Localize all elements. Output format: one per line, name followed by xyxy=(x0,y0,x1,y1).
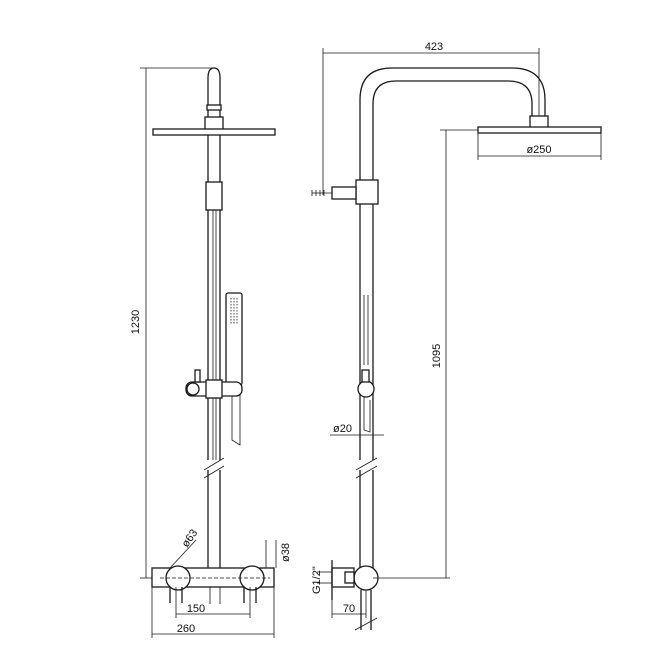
front-hose xyxy=(231,385,241,446)
front-view: 1230 ø63 ø38 150 260 xyxy=(130,67,292,638)
head-diameter-label: ø250 xyxy=(526,144,551,156)
side-view: 423 ø250 1095 ø20 G1/2" 70 xyxy=(311,41,602,631)
side-break-symbol xyxy=(355,457,378,479)
side-diverter-block xyxy=(331,186,357,200)
head-reach-label: 423 xyxy=(425,41,443,53)
side-outlet-leg xyxy=(360,590,372,630)
front-break-symbol xyxy=(203,457,225,479)
front-head-connector xyxy=(204,116,224,131)
front-inlet-left xyxy=(169,587,183,603)
side-slider-knob xyxy=(357,380,375,398)
side-pipe-collar xyxy=(355,179,379,205)
knob-diameter-label: ø63 xyxy=(180,527,201,549)
body-diameter-label: ø38 xyxy=(280,543,292,562)
mixer-width-label: 260 xyxy=(177,623,195,635)
total-height-label: 1230 xyxy=(130,310,142,334)
front-inlet-right xyxy=(243,587,257,603)
side-head-connector xyxy=(529,115,549,129)
wall-offset-label: 70 xyxy=(343,603,355,615)
front-hand-shower xyxy=(225,292,243,386)
front-riser-nut xyxy=(206,104,222,111)
side-arm-outer xyxy=(359,67,546,180)
outlet-height-label: 1095 xyxy=(431,344,443,368)
front-pipe-collar xyxy=(205,181,223,211)
side-arm-inner xyxy=(372,80,533,180)
side-diverter-pin xyxy=(311,190,332,196)
side-shower-head xyxy=(477,126,602,134)
inlet-thread-label: G1/2" xyxy=(311,566,323,594)
pipe-diameter-label: ø20 xyxy=(333,423,352,435)
front-shower-head xyxy=(152,128,276,136)
inlet-centres-label: 150 xyxy=(187,603,205,615)
